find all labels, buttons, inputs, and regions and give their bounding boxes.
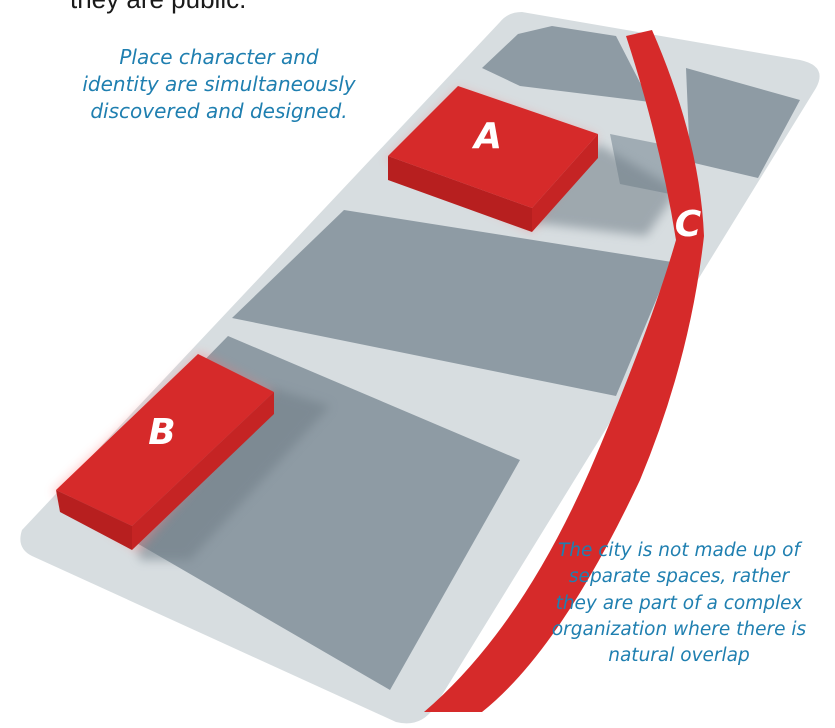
- block-top-right: [686, 68, 800, 178]
- building-a-front: [388, 156, 532, 232]
- block-middle: [232, 210, 672, 396]
- building-b: [52, 352, 274, 552]
- label-c: C: [675, 204, 702, 245]
- building-a-shadow: [528, 144, 678, 236]
- building-a-top: [388, 86, 598, 208]
- caption-bottom-line: organization where there is: [551, 618, 807, 640]
- caption-top-line: discovered and designed.: [90, 99, 348, 123]
- building-b-shadow: [138, 388, 330, 560]
- block-top-left: [482, 26, 650, 102]
- caption-bottom-line: they are part of a complex: [555, 592, 803, 614]
- caption-top-line: identity are simultaneously: [82, 72, 356, 96]
- caption-bottom-line: separate spaces, rather: [568, 566, 790, 588]
- caption-bottom-line: natural overlap: [608, 645, 750, 667]
- building-b-front: [56, 490, 132, 550]
- caption-top-line: Place character and: [119, 45, 319, 69]
- header-text-fragment: they are public.: [70, 0, 246, 15]
- building-b-top: [56, 354, 274, 526]
- caption-bottom: The city is not made up of separate spac…: [526, 538, 832, 669]
- label-b: B: [148, 412, 175, 453]
- caption-top: Place character and identity are simulta…: [60, 44, 378, 125]
- building-a-side: [532, 134, 598, 232]
- caption-bottom-line: The city is not made up of: [557, 540, 801, 561]
- label-a: A: [471, 116, 502, 157]
- building-b-side: [132, 392, 274, 550]
- path-c: [424, 30, 704, 712]
- building-a: [386, 86, 598, 232]
